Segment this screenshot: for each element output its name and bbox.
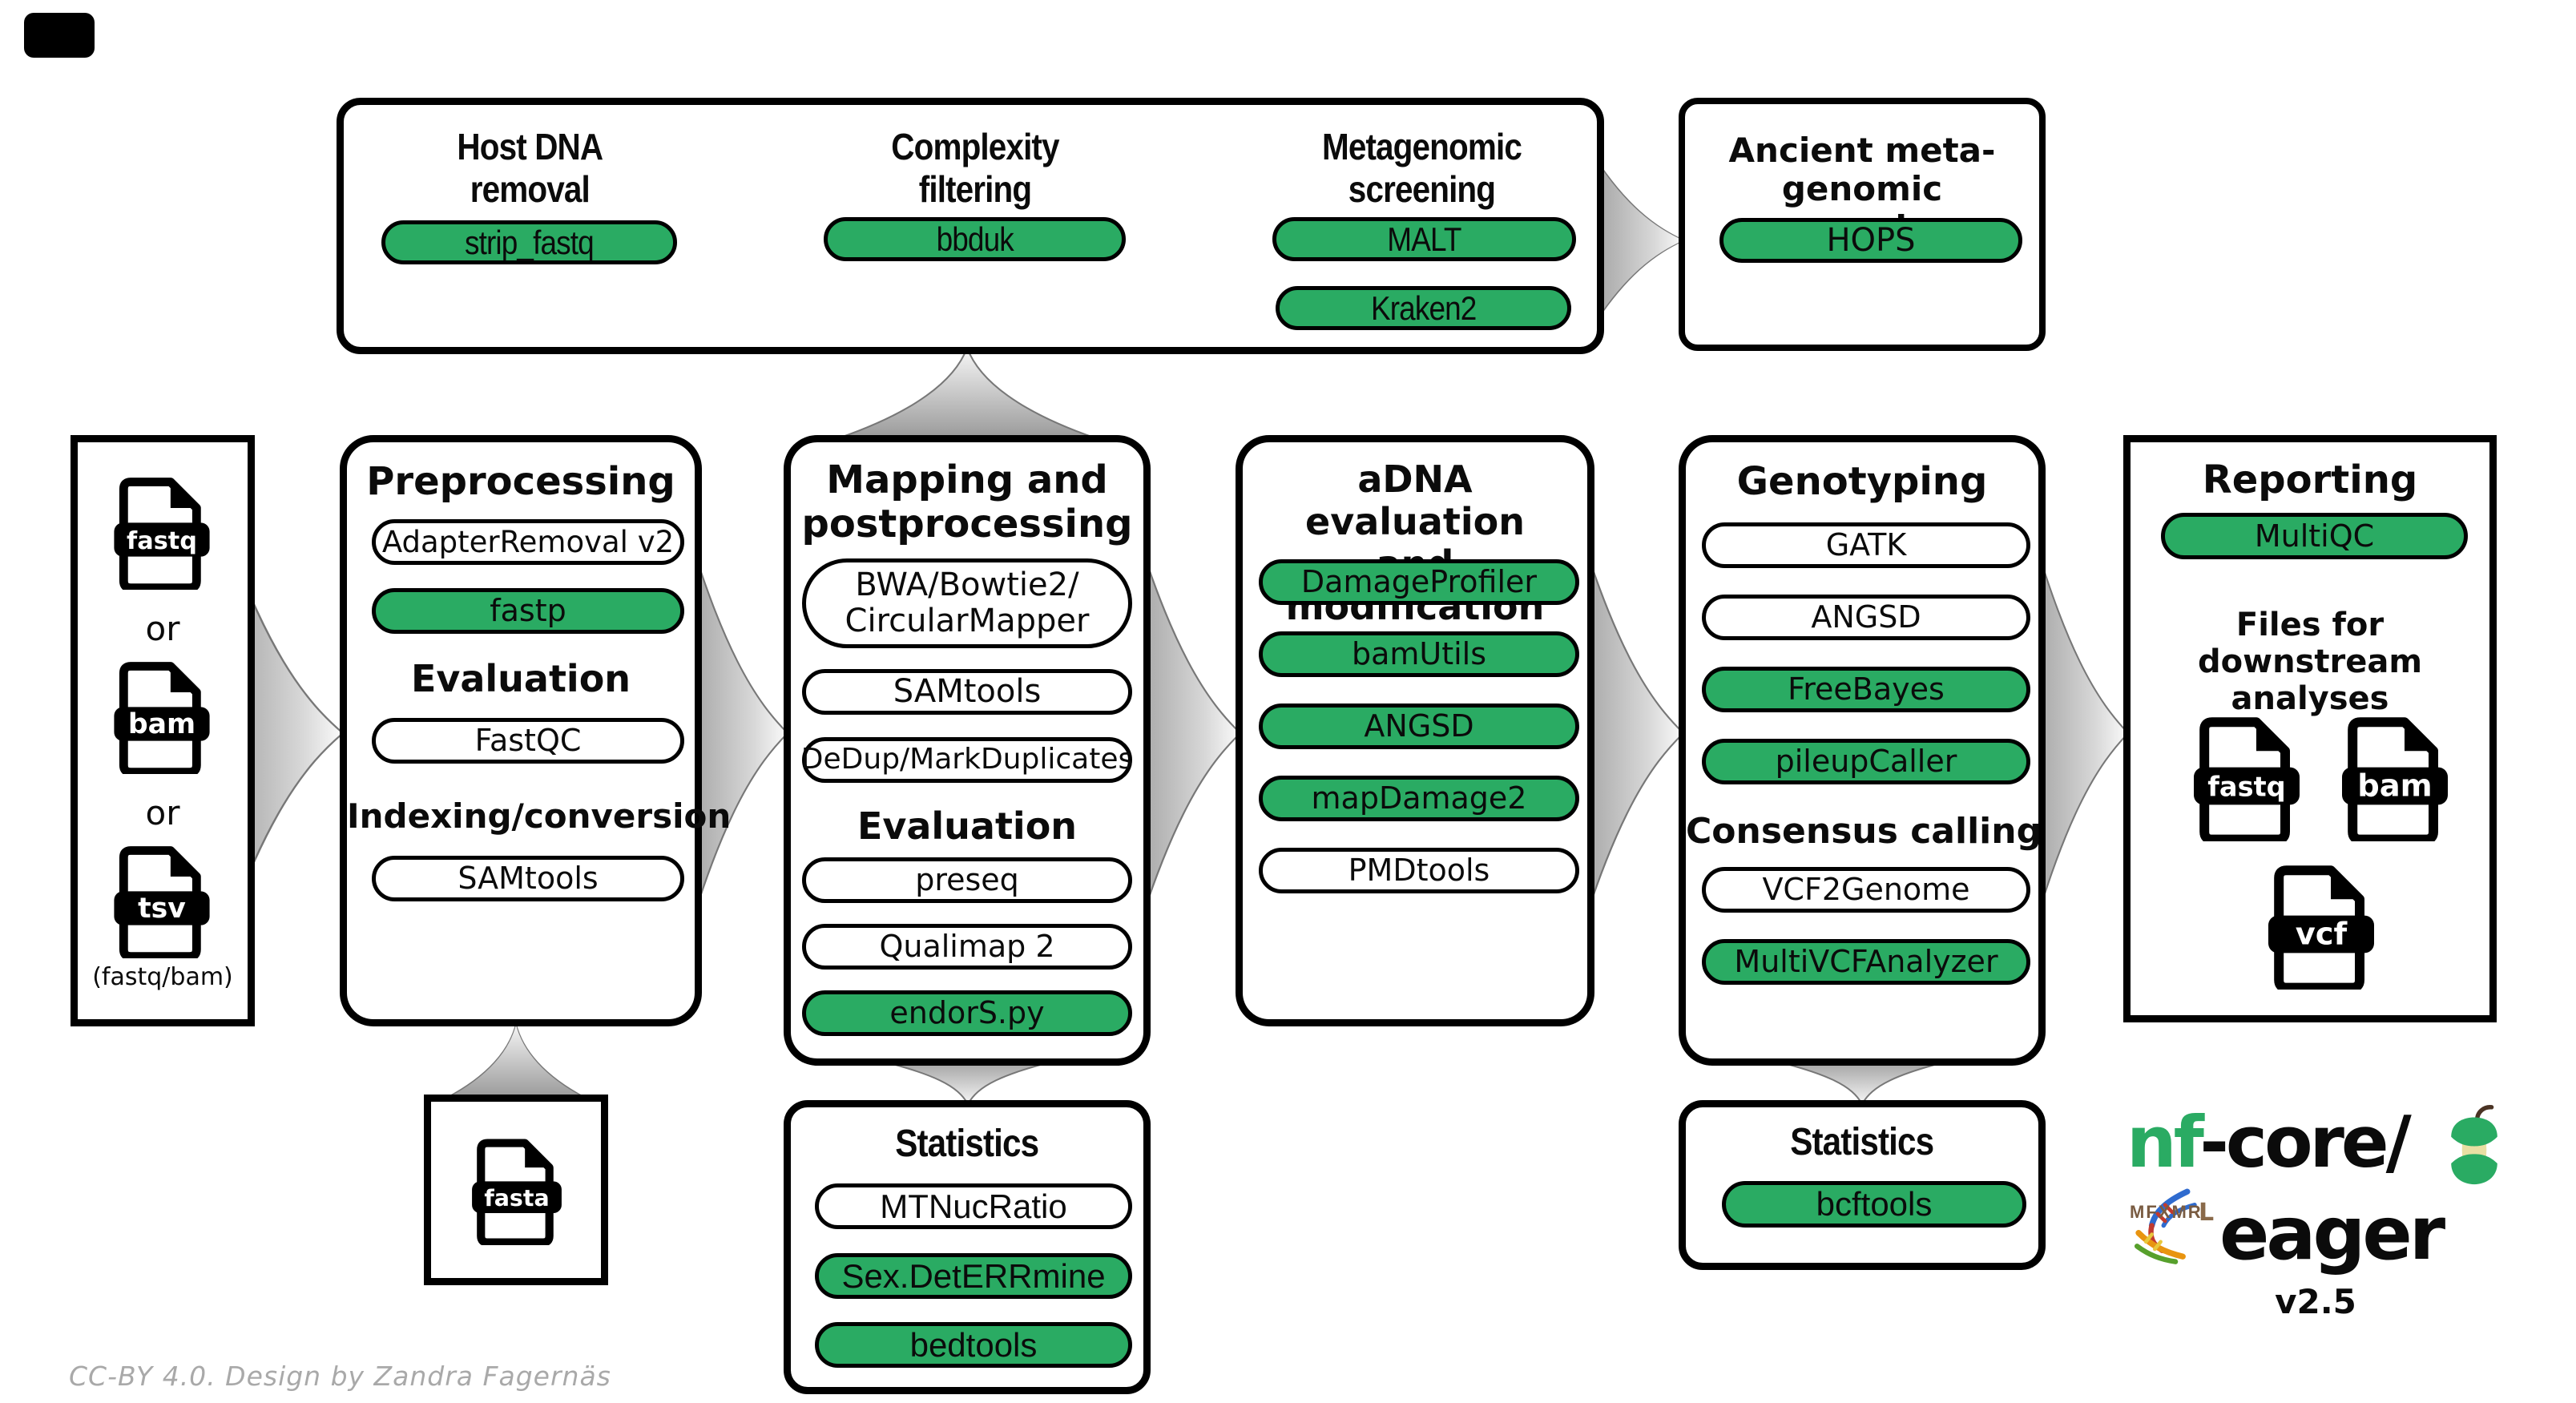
tool-pill-bbduk: bbduk — [824, 217, 1126, 261]
host-dna-removal-title: Host DNA removal — [457, 126, 603, 210]
input-format-caption: (fastq/bam) — [92, 963, 233, 991]
metagenomics-panel: Host DNA removal strip_fastq Complexity … — [337, 98, 1604, 354]
adna-evaluation-panel: aDNA evaluation and modification DamageP… — [1236, 435, 1594, 1026]
tool-pill-bwa-bowtie2-circularmapper: BWA/Bowtie2/ CircularMapper — [802, 558, 1132, 648]
evaluation-heading: Evaluation — [410, 657, 631, 700]
vcf-file-icon: vcf — [2261, 855, 2381, 990]
tool-pill-qualimap2: Qualimap 2 — [802, 924, 1132, 970]
tool-pill-samtools: SAMtools — [372, 856, 684, 901]
reporting-panel: Reporting MultiQC Files for downstream a… — [2123, 435, 2497, 1022]
nfcore-wordmark: nf-core/ — [2127, 1101, 2412, 1183]
tool-pill-kraken2: Kraken2 — [1276, 286, 1571, 330]
eager-wordmark: eager — [2219, 1191, 2445, 1276]
core-black-text: -core/ — [2199, 1101, 2411, 1183]
tool-pill-gatk: GATK — [1702, 522, 2030, 568]
ancient-metagenomic-panel: Ancient meta- genomic screening HOPS — [1679, 98, 2046, 351]
complexity-filtering-title: Complexity filtering — [891, 126, 1059, 210]
tool-pill-sexdeterrmine: Sex.DetERRmine — [815, 1253, 1132, 1299]
tool-pill-bcftools: bcftools — [1722, 1181, 2026, 1228]
tool-pill-fastqc: FastQC — [372, 718, 684, 764]
corner-tab — [24, 13, 95, 58]
preprocessing-title: Preprocessing — [366, 459, 675, 504]
fastq-file-icon: fastq — [110, 468, 214, 590]
tool-pill-pmdtools: PMDtools — [1259, 848, 1579, 893]
tool-pill-malt: MALT — [1272, 217, 1576, 261]
dna-helix-icon — [2130, 1186, 2203, 1266]
reporting-title: Reporting — [2202, 458, 2418, 502]
tool-pill-multiqc: MultiQC — [2161, 513, 2468, 559]
statistics-title: Statistics — [1790, 1121, 1934, 1163]
rune-text: MFXMR — [2130, 1202, 2203, 1222]
svg-text:fastq: fastq — [2207, 772, 2285, 803]
rune-l: L — [2199, 1199, 2215, 1227]
arrow-fasta-to-preprocessing — [446, 1023, 586, 1098]
tool-pill-preseq: preseq — [802, 857, 1132, 903]
svg-text:vcf: vcf — [2296, 917, 2348, 953]
tsv-file-icon: tsv — [110, 837, 214, 958]
tool-pill-angsd: ANGSD — [1259, 704, 1579, 749]
tool-pill-bedtools: bedtools — [815, 1322, 1132, 1368]
tool-pill-pileupcaller: pileupCaller — [1702, 739, 2030, 784]
mapping-panel: Mapping and postprocessing BWA/Bowtie2/ … — [784, 435, 1151, 1066]
bam-file-icon: bam — [110, 652, 214, 774]
statistics-panel: Statistics MTNucRatio Sex.DetERRmine bed… — [784, 1100, 1151, 1394]
statistics-right-panel: Statistics bcftools — [1679, 1100, 2046, 1270]
consensus-calling-heading: Consensus calling — [1686, 811, 2042, 852]
nf-green-text: nf — [2127, 1101, 2203, 1183]
or-label: or — [145, 793, 180, 833]
apple-core-icon — [2445, 1101, 2503, 1191]
tool-pill-samtools: SAMtools — [802, 669, 1132, 715]
statistics-title: Statistics — [895, 1123, 1039, 1165]
tool-pill-mapdamage2: mapDamage2 — [1259, 776, 1579, 821]
version-label: v2.5 — [2275, 1282, 2356, 1321]
arrow-mapping-to-topbox — [837, 348, 1097, 438]
svg-text:fastq: fastq — [127, 527, 197, 555]
tool-pill-strip-fastq: strip_fastq — [381, 220, 677, 264]
input-files-panel: fastq or bam or tsv (fastq/bam) — [71, 435, 255, 1026]
tool-pill-dedup-markduplicates: DeDup/MarkDuplicates — [801, 737, 1133, 783]
genotyping-panel: Genotyping GATK ANGSD FreeBayes pileupCa… — [1679, 435, 2046, 1066]
mapping-title: Mapping and postprocessing — [801, 458, 1133, 547]
indexing-conversion-heading: Indexing/conversion — [347, 796, 732, 836]
tool-pill-fastp: fastp — [372, 588, 684, 634]
tool-pill-multivcfanalyzer: MultiVCFAnalyzer — [1702, 939, 2030, 985]
tool-pill-bamutils: bamUtils — [1259, 631, 1579, 677]
files-downstream-heading: Files for downstream analyses — [2198, 607, 2422, 717]
tool-pill-freebayes: FreeBayes — [1702, 667, 2030, 712]
svg-text:bam: bam — [2357, 768, 2432, 804]
tool-pill-angsd: ANGSD — [1702, 595, 2030, 640]
tool-pill-endors-py: endorS.py — [802, 990, 1132, 1036]
or-label: or — [145, 609, 180, 648]
tool-pill-hops: HOPS — [1719, 218, 2022, 263]
svg-text:bam: bam — [128, 708, 196, 740]
genotyping-title: Genotyping — [1736, 459, 1988, 504]
nfcore-eager-logo: nf-core/ MFXMR L eager v2.5 — [2115, 1096, 2524, 1336]
tool-pill-mtnucratio: MTNucRatio — [815, 1183, 1132, 1229]
evaluation-heading: Evaluation — [857, 804, 1078, 848]
svg-text:fasta: fasta — [484, 1185, 549, 1211]
bam-file-icon: bam — [2335, 707, 2455, 841]
fastq-file-icon: fastq — [2187, 707, 2307, 841]
tool-pill-vcf2genome: VCF2Genome — [1702, 867, 2030, 913]
license-credit-text: CC-BY 4.0. Design by Zandra Fagernäs — [69, 1361, 611, 1392]
fasta-reference-panel: fasta — [424, 1095, 608, 1285]
preprocessing-panel: Preprocessing AdapterRemoval v2 fastp Ev… — [340, 435, 732, 1026]
tool-pill-damageprofiler: DamageProfiler — [1259, 559, 1579, 605]
fasta-file-icon: fasta — [468, 1129, 566, 1245]
tool-pill-adapterremoval: AdapterRemoval v2 — [372, 519, 684, 565]
metagenomic-screening-title: Metagenomic screening — [1321, 126, 1522, 210]
svg-text:tsv: tsv — [138, 893, 186, 925]
